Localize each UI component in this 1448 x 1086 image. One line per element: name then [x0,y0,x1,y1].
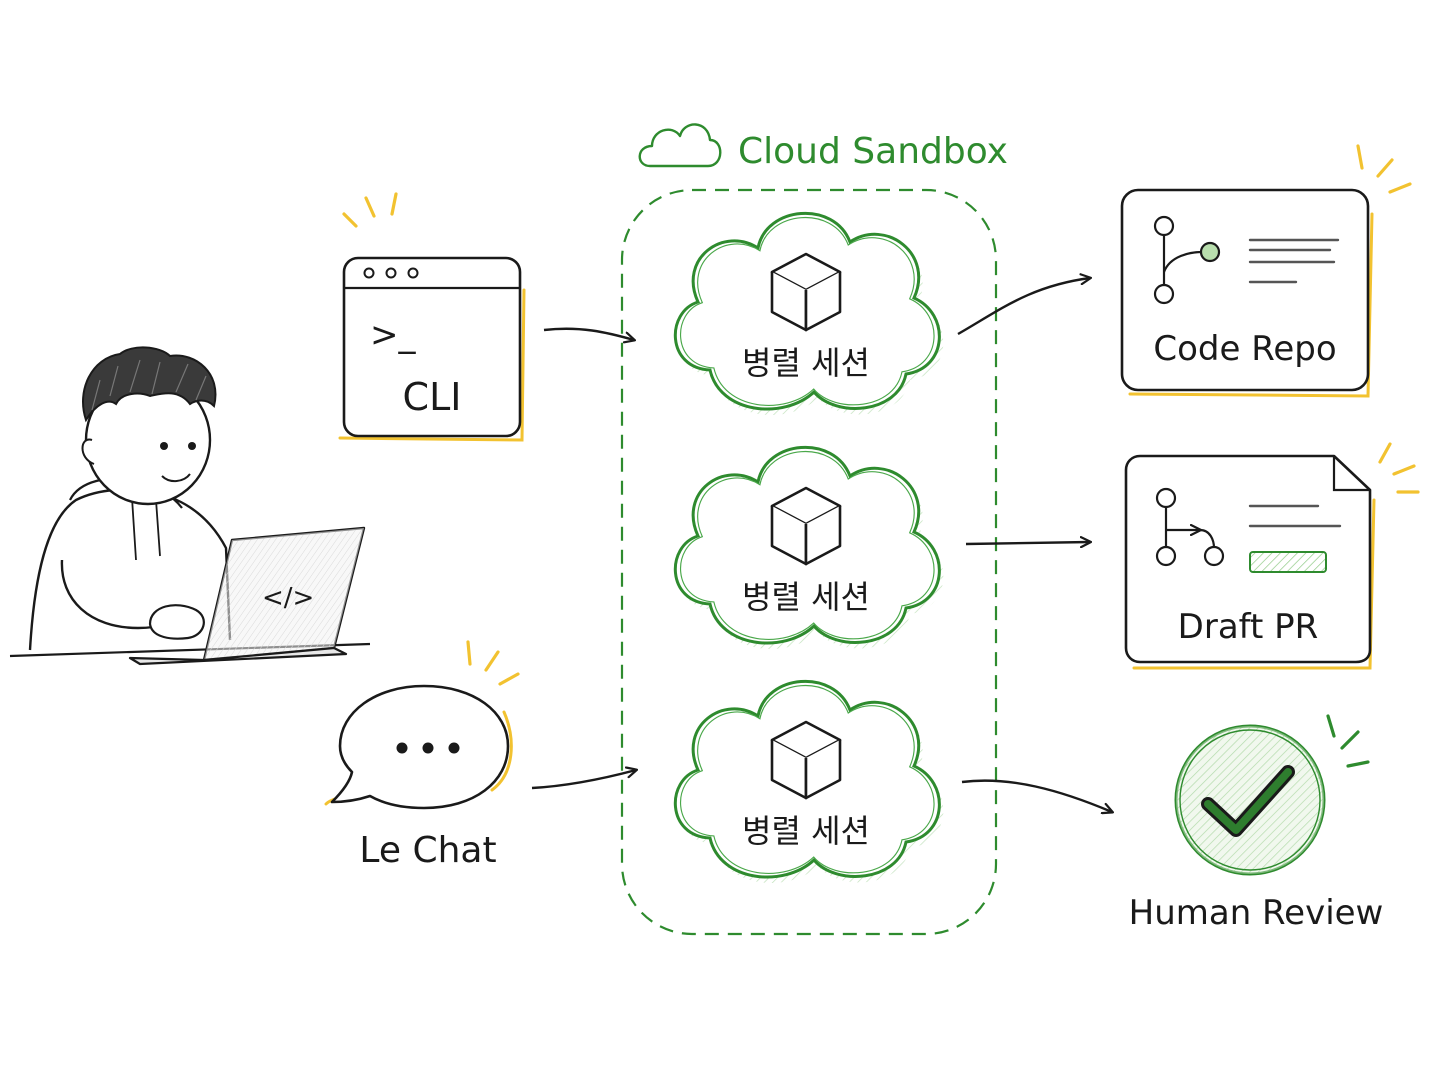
highlight-spark [342,192,398,228]
session-label: 병렬 세션 [742,812,870,850]
cube-icon [770,486,842,566]
sandbox-header: Cloud Sandbox [638,123,1008,172]
arrow-cli-to-session [543,327,634,340]
pr-status-bar [1249,551,1327,573]
sandbox-title: Cloud Sandbox [738,131,1008,172]
git-branch-icon [1153,215,1221,305]
highlight-spark [1326,714,1370,768]
terminal-prompt: >_ [370,315,416,355]
cloud-inner-outline [680,450,935,640]
human-review-output: Human Review [1129,714,1384,933]
cloud-inner-outline [680,216,935,406]
draft-pr-output: Draft PR [1124,442,1420,670]
cube-icon [770,252,842,332]
highlight-spark [1378,442,1420,494]
highlight-spark [466,640,520,686]
arrow-session-to-review [961,779,1112,812]
highlight-spark [1356,144,1412,194]
session-label: 병렬 세션 [742,578,870,616]
cli-source: >_ CLI [338,192,526,442]
chat-label: Le Chat [359,830,496,871]
session-cloud: 병렬 세션 [674,211,944,416]
sandbox-boundary [620,188,998,936]
pull-request-icon [1155,487,1225,567]
cloud-inner-outline [680,684,935,874]
human-review-label: Human Review [1129,893,1384,933]
terminal-window-icon [342,256,522,438]
cli-label: CLI [403,375,462,419]
draft-pr-label: Draft PR [1178,607,1319,647]
chat-source: Le Chat [324,640,520,871]
session-cloud: 병렬 세션 [674,445,944,650]
pr-lines [1248,504,1342,528]
session-cloud: 병렬 세션 [674,679,944,884]
arrow-session-to-repo [957,278,1090,336]
arrow-chat-to-session [531,770,636,790]
session-label: 병렬 세션 [742,344,870,382]
laptop-code-glyph: </> [262,583,314,613]
cube-icon [770,720,842,800]
arrow-session-to-pr [965,542,1090,544]
chat-bubble-icon [330,684,510,810]
cloud-icon [638,123,722,168]
code-repo-label: Code Repo [1153,329,1336,369]
code-repo-output: Code Repo [1120,144,1412,398]
developer-with-laptop-icon: </> [9,346,371,666]
code-lines [1248,238,1340,284]
